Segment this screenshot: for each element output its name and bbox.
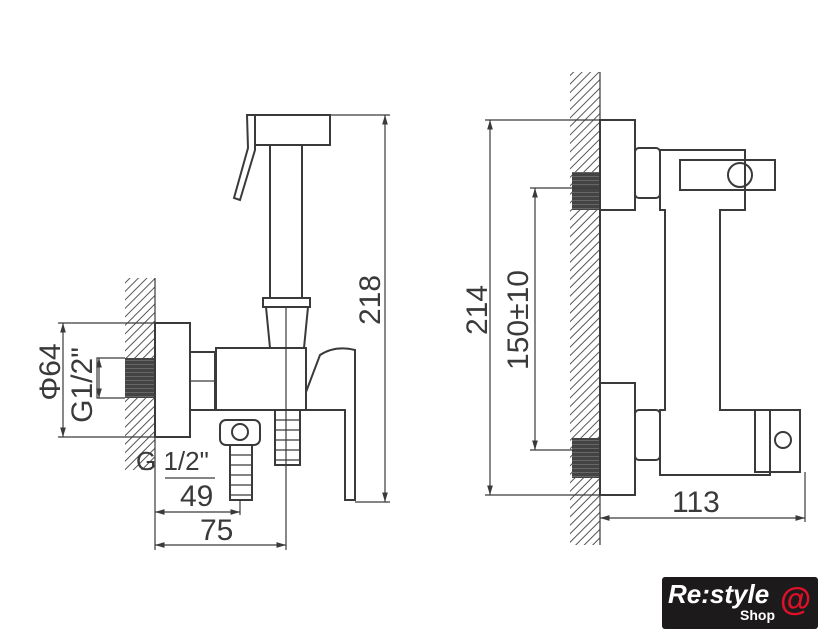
holder-collar [262,297,311,308]
valve-bar [659,149,771,476]
hose-barb-right [274,409,301,466]
side-view: 218 Φ64 G1/2" G 1/2" 49 75 [34,114,390,550]
upper-thread [572,172,600,210]
dim-49: 49 [180,480,213,513]
flange [154,322,191,438]
lower-nut [634,409,661,461]
holder-clip [679,159,776,191]
spray-trigger [232,114,256,202]
hose-shaft [269,144,303,299]
dim-113: 113 [672,486,720,519]
dim-outlet-thread: G 1/2" [136,446,209,476]
dim-75: 75 [200,514,233,547]
valve-body [215,347,307,411]
front-view: 214 150±10 113 [461,72,806,545]
restyle-shop-logo: Re:style Shop @ [662,577,818,629]
dim-inlet-thread: G1/2" [66,347,99,423]
spray-head [254,114,331,146]
lower-thread [572,438,600,478]
inlet-thread [125,358,155,398]
cart-at-icon: @ [780,581,812,617]
lever-side [754,409,801,473]
dim-150-10: 150±10 [502,270,535,370]
dim-218: 218 [354,275,387,325]
mounting-plate [599,119,636,211]
lever-handle [305,347,356,501]
dim-diameter-64: Φ64 [34,343,67,400]
logo-text: Re:style [668,579,770,609]
dim-214: 214 [461,285,494,335]
hose-barb-left [229,444,253,501]
outlet-nut [219,419,261,446]
logo-subtext: Shop [740,607,775,623]
upper-nut [634,147,661,199]
